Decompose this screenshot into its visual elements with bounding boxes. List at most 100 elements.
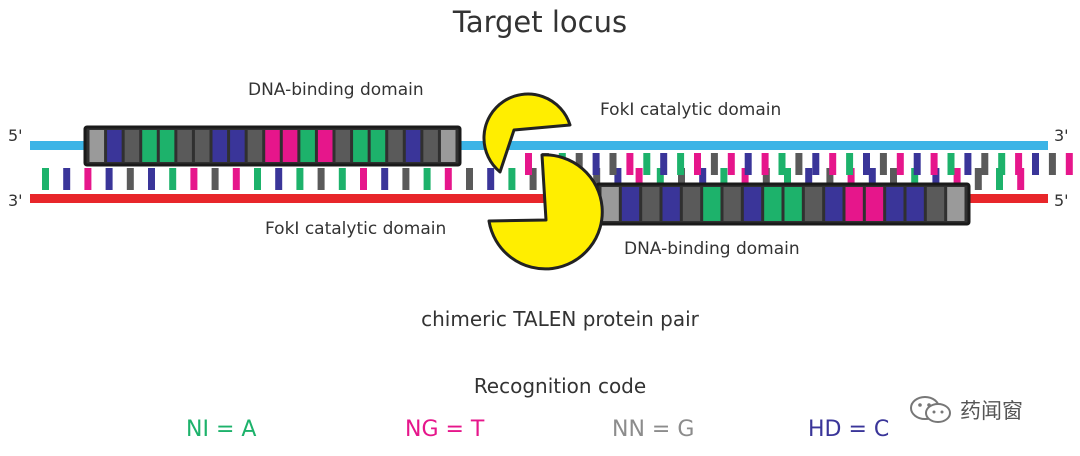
tal-repeat bbox=[282, 130, 298, 162]
base-tick-top bbox=[710, 153, 718, 175]
base-tick-top bbox=[694, 153, 701, 175]
base-tick-top bbox=[812, 153, 820, 175]
base-tick-bottom bbox=[423, 168, 431, 190]
base-tick-bottom bbox=[678, 168, 685, 190]
base-tick-bottom bbox=[508, 168, 516, 190]
tal-repeat bbox=[804, 187, 823, 221]
base-tick-top bbox=[677, 153, 685, 175]
tal-repeat bbox=[370, 130, 386, 162]
base-tick-bottom bbox=[381, 168, 389, 190]
watermark-text: 药闻窗 bbox=[960, 399, 1023, 423]
base-tick-bottom bbox=[1017, 168, 1025, 190]
bottom-dna-strand bbox=[30, 194, 1048, 203]
base-tick-bottom bbox=[148, 168, 155, 190]
base-tick-bottom bbox=[890, 168, 897, 190]
base-tick-top bbox=[643, 153, 651, 175]
base-tick-bottom bbox=[932, 168, 940, 190]
tal-repeat bbox=[423, 130, 438, 162]
base-tick-bottom bbox=[487, 168, 495, 190]
tal-repeat bbox=[107, 130, 122, 162]
base-tick-top bbox=[575, 153, 583, 175]
base-tick-top bbox=[778, 153, 786, 175]
tal-repeat bbox=[247, 130, 263, 162]
base-tick-bottom bbox=[784, 168, 791, 190]
base-tick-bottom bbox=[190, 168, 198, 190]
tal-repeat bbox=[194, 130, 210, 162]
base-tick-top bbox=[913, 153, 921, 175]
tal-repeat bbox=[886, 187, 904, 221]
base-tick-top bbox=[761, 153, 769, 175]
base-tick-bottom bbox=[126, 168, 134, 190]
code-ng-t: NG = T bbox=[405, 417, 485, 442]
base-tick-bottom bbox=[275, 168, 283, 190]
code-nn-g: NN = G bbox=[612, 417, 695, 442]
base-tick-bottom bbox=[614, 168, 622, 190]
dna-binding-domain-label-top: DNA-binding domain bbox=[248, 80, 424, 100]
code-hd-c: HD = C bbox=[808, 417, 890, 442]
base-tick-bottom bbox=[699, 168, 707, 190]
tal-repeat bbox=[703, 187, 721, 221]
tal-repeat bbox=[317, 130, 333, 162]
base-tick-top bbox=[1065, 153, 1073, 175]
tal-repeat bbox=[845, 187, 863, 221]
bottom-strand-bases bbox=[42, 168, 1025, 190]
top-dna-strand bbox=[30, 141, 1048, 150]
base-tick-top bbox=[609, 153, 617, 175]
base-tick-bottom bbox=[868, 168, 876, 190]
strand-end-right-top: 3' bbox=[1054, 126, 1069, 145]
base-tick-bottom bbox=[466, 168, 473, 190]
base-tick-top bbox=[981, 153, 989, 175]
tal-repeat bbox=[865, 187, 884, 221]
base-tick-top bbox=[964, 153, 972, 175]
tal-repeat bbox=[642, 187, 660, 221]
base-tick-bottom bbox=[63, 168, 71, 190]
base-tick-bottom bbox=[847, 168, 855, 190]
base-tick-bottom bbox=[996, 168, 1003, 190]
base-tick-bottom bbox=[169, 168, 177, 190]
base-tick-bottom bbox=[444, 168, 452, 190]
top-strand-bases bbox=[525, 153, 1073, 175]
tal-repeat bbox=[230, 130, 245, 162]
tal-repeat bbox=[723, 187, 741, 221]
base-tick-top bbox=[795, 153, 803, 175]
tal-repeat bbox=[124, 130, 140, 162]
repeat-cap bbox=[947, 187, 965, 221]
base-tick-top bbox=[525, 153, 532, 175]
base-tick-bottom bbox=[42, 168, 49, 190]
tal-repeat bbox=[405, 130, 421, 162]
base-tick-bottom bbox=[953, 168, 961, 190]
left-dna-binding-domain bbox=[83, 125, 462, 167]
recognition-code-title: Recognition code bbox=[473, 374, 647, 398]
base-tick-bottom bbox=[826, 168, 834, 190]
tal-repeat bbox=[784, 187, 802, 221]
tal-repeat bbox=[662, 187, 680, 221]
tal-repeat bbox=[335, 130, 351, 162]
base-tick-top bbox=[727, 153, 735, 175]
base-tick-bottom bbox=[402, 168, 410, 190]
base-tick-top bbox=[947, 153, 955, 175]
tal-repeat bbox=[682, 187, 701, 221]
base-tick-bottom bbox=[338, 168, 346, 190]
tal-repeat bbox=[212, 130, 228, 162]
wechat-icon bbox=[910, 396, 951, 423]
tal-repeat bbox=[300, 130, 315, 162]
tal-repeat bbox=[177, 130, 192, 162]
base-tick-bottom bbox=[911, 168, 919, 190]
diagram-title: Target locus bbox=[452, 5, 628, 39]
tal-repeat bbox=[764, 187, 782, 221]
caption: chimeric TALEN protein pair bbox=[421, 307, 699, 331]
base-tick-top bbox=[930, 153, 938, 175]
base-tick-top bbox=[660, 153, 668, 175]
base-tick-bottom bbox=[211, 168, 219, 190]
repeat-cap bbox=[601, 187, 619, 221]
base-tick-bottom bbox=[254, 168, 261, 190]
strand-end-left-top: 5' bbox=[8, 126, 23, 145]
base-tick-bottom bbox=[593, 168, 601, 190]
base-tick-top bbox=[846, 153, 854, 175]
repeat-cap bbox=[440, 130, 456, 162]
fokl-domain-bottom bbox=[487, 153, 604, 271]
base-tick-top bbox=[626, 153, 634, 175]
base-tick-bottom bbox=[317, 168, 325, 190]
base-tick-top bbox=[1048, 153, 1056, 175]
base-tick-top bbox=[744, 153, 752, 175]
